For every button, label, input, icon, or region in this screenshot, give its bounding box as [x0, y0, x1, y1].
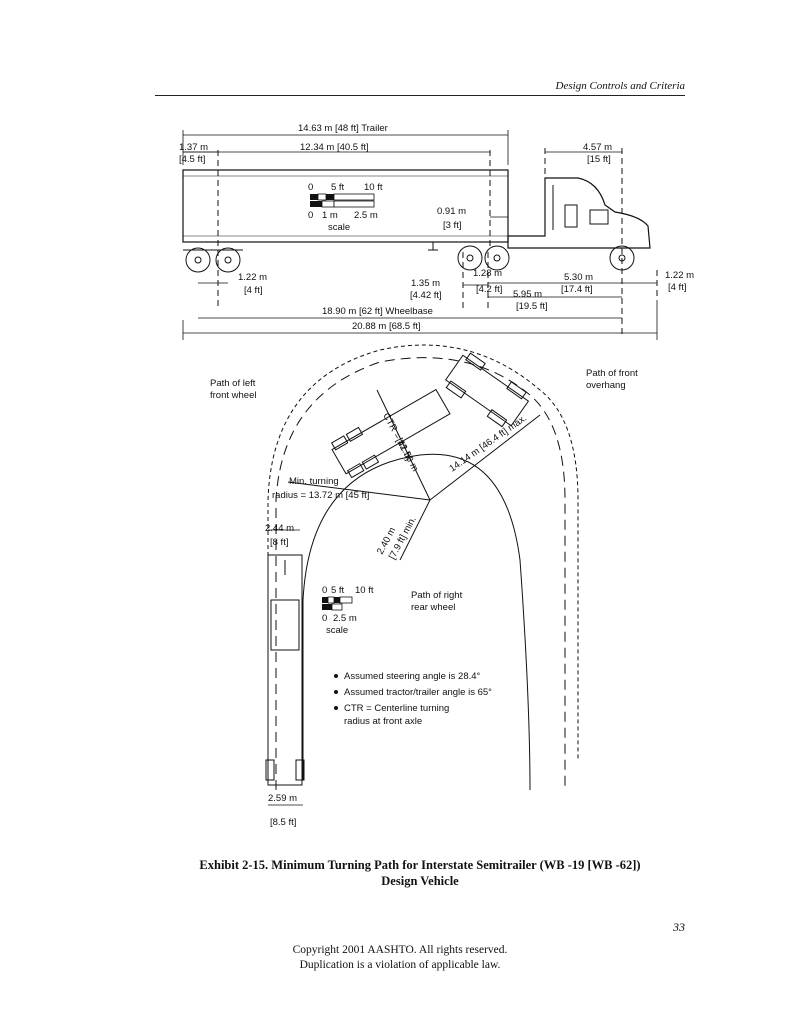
- label-ctr-ft: [41 ft]: [393, 436, 414, 462]
- tractor-drive-wheel-1: [457, 245, 483, 271]
- scale-bottom-ft-10: 10 ft: [355, 585, 374, 596]
- turning-plan: [265, 344, 579, 806]
- dim-tractor-wb2-m: 5.95 m: [513, 289, 542, 300]
- scale-bottom-ft-5: 5 ft: [331, 585, 345, 596]
- scale-top-ft-5: 5 ft: [331, 182, 345, 193]
- label-path-left-front-2: front wheel: [210, 390, 256, 401]
- exhibit-caption: Exhibit 2-15. Minimum Turning Path for I…: [150, 857, 690, 889]
- dim-wheelbase: 18.90 m [62 ft] Wheelbase: [322, 306, 433, 317]
- label-width-ft: [8 ft]: [270, 537, 288, 548]
- copyright-line-2: Duplication is a violation of applicable…: [299, 959, 501, 971]
- scale-top-m-1: 1 m: [322, 210, 338, 221]
- note-ctr-1: CTR = Centerline turning: [344, 703, 449, 714]
- label-trailer-width-m: 2.59 m: [268, 793, 297, 804]
- dim-tractor-tandem-ft: [4.2 ft]: [476, 284, 502, 295]
- path-right-rear-wheel: [302, 453, 531, 791]
- path-left-front-wheel: [275, 357, 566, 790]
- dim-kingpin-axle: 12.34 m [40.5 ft]: [300, 142, 369, 153]
- note-tractor-trailer-angle: Assumed tractor/trailer angle is 65°: [344, 687, 492, 698]
- note-steering-angle: Assumed steering angle is 28.4°: [344, 671, 481, 682]
- dim-rear-overhang-m: 1.22 m: [238, 272, 267, 283]
- trailer-body: [182, 169, 509, 243]
- scale-bottom-m-25: 2.5 m: [333, 613, 357, 624]
- label-trailer-width-ft: [8.5 ft]: [270, 817, 296, 828]
- dim-front-bumper-m: 1.22 m: [665, 270, 694, 281]
- copyright-line-1: Copyright 2001 AASHTO. All rights reserv…: [292, 944, 508, 956]
- scale-top-m-0: 0: [308, 210, 313, 221]
- note-ctr-2: radius at front axle: [344, 716, 422, 727]
- dim-front-overhang-ft: [4.5 ft]: [179, 154, 205, 165]
- scale-top-label: scale: [328, 222, 350, 233]
- dim-cab-length-m: 4.57 m: [583, 142, 612, 153]
- dim-tractor-wb2-ft: [19.5 ft]: [516, 301, 548, 312]
- label-path-right-rear-2: rear wheel: [411, 602, 455, 613]
- scale-bottom-label: scale: [326, 625, 348, 636]
- label-min-turning-1: Min. turning: [289, 476, 339, 487]
- caption-line-2: Design Vehicle: [381, 874, 459, 888]
- scale-bar-top: [310, 193, 375, 208]
- dim-rear-overhang-ft: [4 ft]: [244, 285, 262, 296]
- label-width-m: 2.44 m: [265, 523, 294, 534]
- scale-top-ft-0: 0: [308, 182, 313, 193]
- dim-tandem-spread-m: 1.35 m: [411, 278, 440, 289]
- dim-cab-length-ft: [15 ft]: [587, 154, 611, 165]
- dim-overall-length: 20.88 m [68.5 ft]: [352, 321, 421, 332]
- label-path-left-front-1: Path of left: [210, 378, 256, 389]
- dim-front-overhang-m: 1.37 m: [179, 142, 208, 153]
- header-rule: [155, 95, 685, 96]
- dim-fifth-wheel-ft: [3 ft]: [443, 220, 461, 231]
- running-header: Design Controls and Criteria: [555, 80, 685, 92]
- caption-line-1: Exhibit 2-15. Minimum Turning Path for I…: [199, 858, 641, 872]
- page-number: 33: [673, 920, 685, 934]
- dim-front-bumper-ft: [4 ft]: [668, 282, 686, 293]
- trailer-wheel-1: [185, 247, 211, 273]
- dim-tandem-spread-ft: [4.42 ft]: [410, 290, 442, 301]
- dim-trailer-length: 14.63 m [48 ft] Trailer: [298, 123, 388, 134]
- scale-bar-bottom: [322, 596, 353, 611]
- tractor-drive-wheel-2: [484, 245, 510, 271]
- scale-top-m-25: 2.5 m: [354, 210, 378, 221]
- scale-top-ft-10: 10 ft: [364, 182, 383, 193]
- label-min-turning-2: radius = 13.72 m [45 ft]: [272, 490, 369, 501]
- semitrailer-elevation: [182, 130, 658, 340]
- label-path-front-overhang-1: Path of front: [586, 368, 638, 379]
- scale-bottom-ft-0: 0: [322, 585, 327, 596]
- scale-bottom-m-0: 0: [322, 613, 327, 624]
- trailer-wheel-2: [215, 247, 241, 273]
- path-front-overhang: [267, 344, 579, 780]
- straight-trailer: [267, 554, 303, 786]
- dim-tractor-tandem-m: 1.28 m: [473, 268, 502, 279]
- label-path-right-rear-1: Path of right: [411, 590, 463, 601]
- label-max-radius: 14.14 m [46.4 ft] max.: [447, 413, 529, 475]
- copyright-notice: Copyright 2001 AASHTO. All rights reserv…: [200, 943, 600, 973]
- tractor-cab: [507, 177, 651, 249]
- dim-tractor-wb-m: 5.30 m: [564, 272, 593, 283]
- dim-tractor-wb-ft: [17.4 ft]: [561, 284, 593, 295]
- label-path-front-overhang-2: overhang: [586, 380, 626, 391]
- dim-fifth-wheel-m: 0.91 m: [437, 206, 466, 217]
